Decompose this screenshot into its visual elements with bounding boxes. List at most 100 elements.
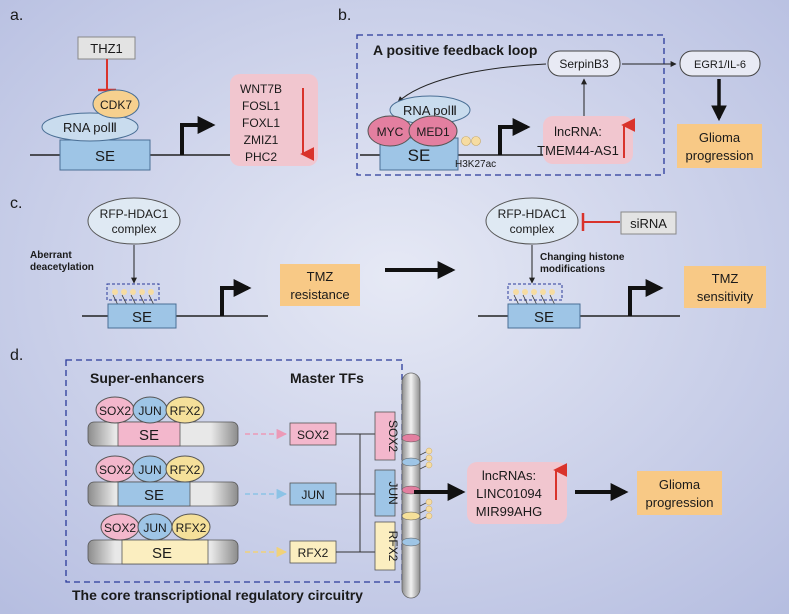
changing-line2: modifications xyxy=(540,264,605,275)
feedback-curve-arrow xyxy=(397,63,547,103)
nucleosome-frame-left xyxy=(106,283,160,301)
tf-column-jun xyxy=(374,469,396,517)
tf-column-sox2 xyxy=(374,411,396,461)
genes-box xyxy=(230,74,318,166)
tmz-resistance-box xyxy=(280,264,360,306)
glioma-b-line1: Glioma xyxy=(699,130,741,145)
lncrna-name-b: TMEM44-AS1 xyxy=(537,143,619,158)
rna-pol-label-a: RNA polⅡ xyxy=(63,120,117,135)
se-block xyxy=(121,539,209,565)
rfx2-factor-label: RFX2 xyxy=(170,463,201,477)
rna-pol-label-b: RNA polⅡ xyxy=(403,103,457,118)
changing-line1: Changing histone xyxy=(540,252,625,263)
rfx2-factor xyxy=(165,455,205,483)
cdk7-label: CDK7 xyxy=(100,98,132,112)
jun-factor-label: JUN xyxy=(138,404,161,418)
sirna-label: siRNA xyxy=(630,216,667,231)
gene-wnt7b: WNT7B xyxy=(240,82,282,96)
binding-site-yellow xyxy=(401,511,421,521)
glioma-box-b xyxy=(677,124,762,168)
panel-a: a. THZ1 SE RNA polⅡ CDK7 WNT7B FOSL1 FOX… xyxy=(10,7,318,171)
panel-b: b. A positive feedback loop SerpinB3 EGR… xyxy=(338,7,762,176)
acetyl-mark xyxy=(425,461,433,469)
sirna-box xyxy=(620,211,677,235)
loop-title: A positive feedback loop xyxy=(373,42,537,58)
panel-b-label: b. xyxy=(338,7,351,24)
acetyl-mark xyxy=(139,289,145,295)
acetyl-mark xyxy=(513,289,519,295)
tmz-resistance-line1: TMZ xyxy=(307,269,334,284)
glioma-d-line2: progression xyxy=(646,495,714,510)
cdk7-ellipse xyxy=(92,89,140,119)
acetyl-mark xyxy=(425,447,433,455)
lncrna-label-b: lncRNA: xyxy=(554,124,602,139)
se-label-b: SE xyxy=(408,146,431,165)
serpin-box xyxy=(547,50,621,77)
se-label: SE xyxy=(152,545,172,562)
se-block-a xyxy=(59,139,151,171)
histone-tails-left xyxy=(112,289,155,306)
acetyl-mark xyxy=(425,498,433,506)
panel-d-label: d. xyxy=(10,347,23,364)
acetyl-mark xyxy=(121,289,127,295)
super-enhancers-title: Super-enhancers xyxy=(90,370,205,386)
se-label: SE xyxy=(139,427,159,444)
acetyl-mark xyxy=(148,289,154,295)
se-row-sox2: SE SOX2 JUN RFX2 xyxy=(87,396,288,447)
glioma-d-line1: Glioma xyxy=(659,477,701,492)
hdac-complex-left xyxy=(87,197,181,245)
rfx2-factor xyxy=(171,513,211,541)
tf-column-rfx2-label: RFX2 xyxy=(386,531,400,562)
se-block-c-right xyxy=(507,303,581,329)
nucleosome-frame-right xyxy=(507,283,563,301)
sox2-factor-label: SOX2 xyxy=(99,404,131,418)
tf-column-jun-label: JUN xyxy=(386,481,400,504)
feedback-loop-frame xyxy=(356,34,665,176)
panel-c: c. RFP-HDAC1 complex Aberrant deacetylat… xyxy=(10,195,766,329)
glioma-box-d xyxy=(637,471,722,515)
jun-factor-label: JUN xyxy=(143,521,166,535)
acetyl-mark xyxy=(531,289,537,295)
binding-site-blue xyxy=(401,457,421,467)
lncrna-mir99ahg: MIR99AHG xyxy=(476,504,542,519)
acetyl-mark xyxy=(425,454,433,462)
binding-site-pink xyxy=(401,433,421,443)
tmz-sensitivity-line2: sensitivity xyxy=(697,289,754,304)
histone-marks-d xyxy=(419,447,433,521)
sox2-factor-label: SOX2 xyxy=(104,521,136,535)
glioma-b-line2: progression xyxy=(686,148,754,163)
hdac-complex-right xyxy=(485,197,579,245)
se-row-rfx2: SE SOX2 JUN RFX2 xyxy=(87,513,288,565)
connector-lines xyxy=(336,433,375,553)
histone-tails-right xyxy=(513,289,556,306)
master-tf-rfx2: RFX2 xyxy=(298,546,329,560)
med1-ellipse xyxy=(408,115,458,147)
panel-c-label: c. xyxy=(10,195,22,212)
med1-label: MED1 xyxy=(416,125,450,139)
acetyl-mark xyxy=(549,289,555,295)
acetyl-mark xyxy=(471,136,481,146)
acetyl-mark xyxy=(540,289,546,295)
panel-d: d. Super-enhancers Master TFs SE SOX2 JU… xyxy=(10,347,722,603)
se-label: SE xyxy=(144,487,164,504)
gene-phc2: PHC2 xyxy=(245,150,277,164)
sox2-factor-label: SOX2 xyxy=(99,463,131,477)
gene-fosl1: FOSL1 xyxy=(242,99,280,113)
binding-site-blue xyxy=(401,537,421,547)
lncrna-box-b xyxy=(543,116,633,164)
lncrnas-box-d xyxy=(467,462,567,524)
hdac-right-line1: RFP-HDAC1 xyxy=(498,207,567,221)
jun-factor-label: JUN xyxy=(138,463,161,477)
hdac-left-line2: complex xyxy=(112,222,157,236)
aberrant-line2: deacetylation xyxy=(30,262,94,273)
hdac-left-line1: RFP-HDAC1 xyxy=(100,207,169,221)
circuitry-caption: The core transcriptional regulatory circ… xyxy=(72,587,363,603)
promoter-arrow-b xyxy=(498,118,531,155)
promoter-arrow-c-left xyxy=(220,279,252,316)
se-block-c-left xyxy=(107,303,177,329)
panel-a-label: a. xyxy=(10,7,23,24)
gene-zmiz1: ZMIZ1 xyxy=(244,133,279,147)
lncrnas-label: lncRNAs: xyxy=(482,468,536,483)
acetyl-mark xyxy=(522,289,528,295)
